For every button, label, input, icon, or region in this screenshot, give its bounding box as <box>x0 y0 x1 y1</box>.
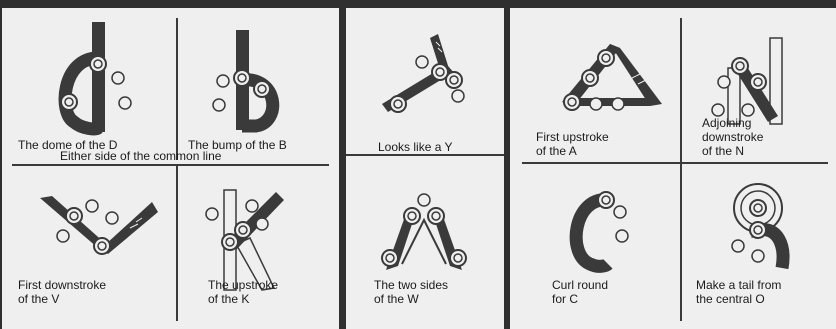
cell-curl-for-c: Curl round for C <box>522 164 682 321</box>
cell-downstroke-of-n: Adjoining downstroke of the N <box>682 18 828 164</box>
letter-y-diagram <box>346 8 504 156</box>
caption-v: First downstroke of the V <box>18 278 106 306</box>
caption-a: First upstroke of the A <box>536 130 609 158</box>
panel-middle: Looks like a Y The two sides of the W <box>346 8 504 329</box>
cell-downstroke-of-v: First downstroke of the V <box>12 166 178 321</box>
cell-two-sides-of-w: The two sides of the W <box>346 160 504 321</box>
caption-shared-line: Either side of the common line <box>60 149 221 163</box>
caption-w: The two sides of the W <box>374 278 448 306</box>
caption-n: Adjoining downstroke of the N <box>702 116 763 158</box>
caption-y: Looks like a Y <box>378 140 453 154</box>
cell-tail-from-o: Make a tail from the central O <box>682 164 828 321</box>
panel-left: The dome of the D The bump of the B Eith… <box>2 8 339 329</box>
caption-k: The upstroke of the K <box>208 278 278 306</box>
caption-o: Make a tail from the central O <box>696 278 781 306</box>
cell-looks-like-y: Looks like a Y <box>346 8 504 156</box>
cell-bump-of-b: The bump of the B <box>178 18 329 160</box>
cell-upstroke-of-a: First upstroke of the A <box>522 18 682 164</box>
cell-dome-of-d: The dome of the D <box>12 18 178 160</box>
panel-right: First upstroke of the A Adjoining downst… <box>510 8 836 329</box>
cell-upstroke-of-k: The upstroke of the K <box>178 166 329 321</box>
caption-c: Curl round for C <box>552 278 608 306</box>
